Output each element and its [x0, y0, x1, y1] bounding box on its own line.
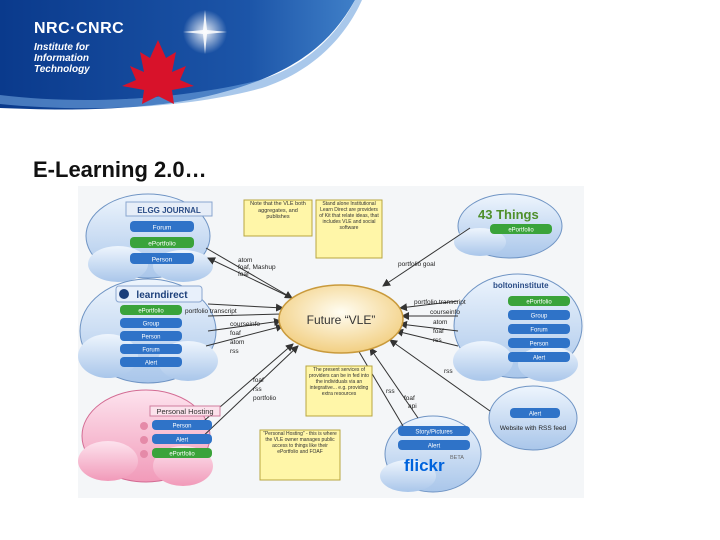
- personal-hosting-item: ePortfolio: [169, 452, 195, 458]
- learndirect-item: ePortfolio: [138, 309, 164, 315]
- bolton-item: Person: [529, 342, 548, 348]
- note-top-middle: Stand alone Institutional Learn Direct a…: [315, 199, 383, 259]
- flickr-item: Alert: [428, 444, 441, 450]
- elgg-item: Forum: [153, 225, 172, 232]
- website-caption: Website with RSS feed: [500, 425, 567, 432]
- learndirect-item: Alert: [145, 361, 158, 367]
- institute-name: Institute for Information Technology: [34, 42, 124, 75]
- note-top-left: Note that the VLE both aggregates, and p…: [243, 199, 313, 237]
- forty-three-things-group: 43 Things ePortfolio portfolio goal: [398, 207, 552, 268]
- forty-three-things-item: ePortfolio: [508, 228, 534, 234]
- learndirect-item: Forum: [142, 348, 159, 354]
- learndirect-name: learndirect: [136, 290, 188, 301]
- institute-line: Institute for: [34, 42, 89, 53]
- bolton-name: boltoninstitute: [493, 281, 549, 290]
- learndirect-item: Person: [141, 335, 160, 341]
- note-bottom-text: “Personal Hosting” - this is where the V…: [263, 431, 337, 455]
- banner-art: [0, 0, 362, 110]
- learndirect-item: Group: [143, 322, 160, 328]
- note-top-middle-text: Stand alone Institutional Learn Direct a…: [319, 201, 379, 231]
- note-middle: The present services of providers can be…: [305, 365, 373, 417]
- portfolio-icon: [140, 450, 148, 458]
- learndirect-link-label: portfolio transcript: [185, 308, 237, 315]
- learndirect-link-label: atom: [230, 339, 244, 346]
- center-label: Future “VLE”: [307, 313, 376, 327]
- flickr-beta: BETA: [450, 455, 464, 461]
- person-icon: [140, 422, 148, 430]
- bolton-item: ePortfolio: [526, 300, 552, 306]
- forty-three-things-name: 43 Things: [478, 207, 539, 222]
- slide-title: E-Learning 2.0…: [33, 157, 207, 182]
- personal-hosting-link-label: foaf: [253, 377, 264, 384]
- bolton-group: boltoninstitute ePortfolio Group Forum P…: [414, 281, 570, 362]
- header-banner: NRC·CNRC Institute for Information Techn…: [0, 0, 720, 110]
- connector-lines: [197, 227, 491, 442]
- forty-three-things-link-label: portfolio goal: [398, 261, 436, 268]
- elgg-group: ELGG JOURNAL Forum ePortfolio Person ato…: [125, 201, 276, 278]
- flickr-link-label: api: [408, 403, 417, 410]
- institute-line: Technology: [34, 64, 90, 75]
- diagram-canvas: Future “VLE” ELGG JOURNAL Forum ePortfol…: [78, 186, 584, 498]
- learndirect-link-label: courseinfo: [230, 321, 260, 328]
- website-item: Alert: [529, 412, 542, 418]
- personal-hosting-link-label: rss: [253, 386, 262, 393]
- elgg-item: Person: [152, 257, 173, 264]
- flickr-link-label: rss: [386, 388, 395, 395]
- elgg-name: ELGG JOURNAL: [137, 206, 201, 215]
- note-top-left-text: Note that the VLE both aggregates, and p…: [250, 201, 306, 220]
- personal-hosting-group: Personal Hosting Person Alert ePortfolio…: [140, 377, 277, 458]
- maple-leaf-icon: [122, 40, 194, 104]
- note-bottom: “Personal Hosting” - this is where the V…: [259, 429, 341, 481]
- future-vle-node: Future “VLE”: [278, 284, 404, 354]
- personal-hosting-item: Person: [172, 424, 191, 430]
- bolton-item: Alert: [533, 356, 546, 362]
- bolton-item: Group: [531, 314, 548, 320]
- learndirect-link-label: foaf: [230, 330, 241, 337]
- flickr-item: Story/Pictures: [415, 430, 452, 436]
- flickr-group: Story/Pictures Alert flickr BETA rss foa…: [386, 388, 470, 475]
- institute-line: Information: [34, 53, 89, 64]
- nrc-logo: NRC·CNRC Institute for Information Techn…: [34, 20, 124, 75]
- bolton-link-label: courseinfo: [430, 309, 460, 316]
- alert-icon: [140, 436, 148, 444]
- bolton-link-label: portfolio transcript: [414, 299, 466, 306]
- bolton-link-label: foaf: [433, 328, 444, 335]
- learndirect-link-label: rss: [230, 348, 239, 355]
- personal-hosting-item: Alert: [176, 438, 189, 444]
- future-vle-diagram: Future “VLE” ELGG JOURNAL Forum ePortfol…: [78, 186, 584, 498]
- flickr-name: flickr: [404, 456, 445, 475]
- flickr-link-label: foaf: [404, 395, 415, 402]
- note-middle-text: The present services of providers can be…: [308, 367, 370, 397]
- bolton-link-label: atom: [433, 319, 447, 326]
- website-link-label: rss: [444, 368, 453, 375]
- website-group: Alert Website with RSS feed rss: [444, 368, 567, 432]
- elgg-item: ePortfolio: [148, 241, 176, 248]
- bolton-link-label: rss: [433, 337, 442, 344]
- learndirect-group: learndirect ePortfolio Group Person Foru…: [115, 285, 260, 367]
- bolton-item: Forum: [530, 328, 547, 334]
- personal-hosting-link-label: portfolio: [253, 395, 277, 402]
- org-name: NRC·CNRC: [34, 20, 125, 37]
- personal-hosting-name: Personal Hosting: [156, 407, 213, 416]
